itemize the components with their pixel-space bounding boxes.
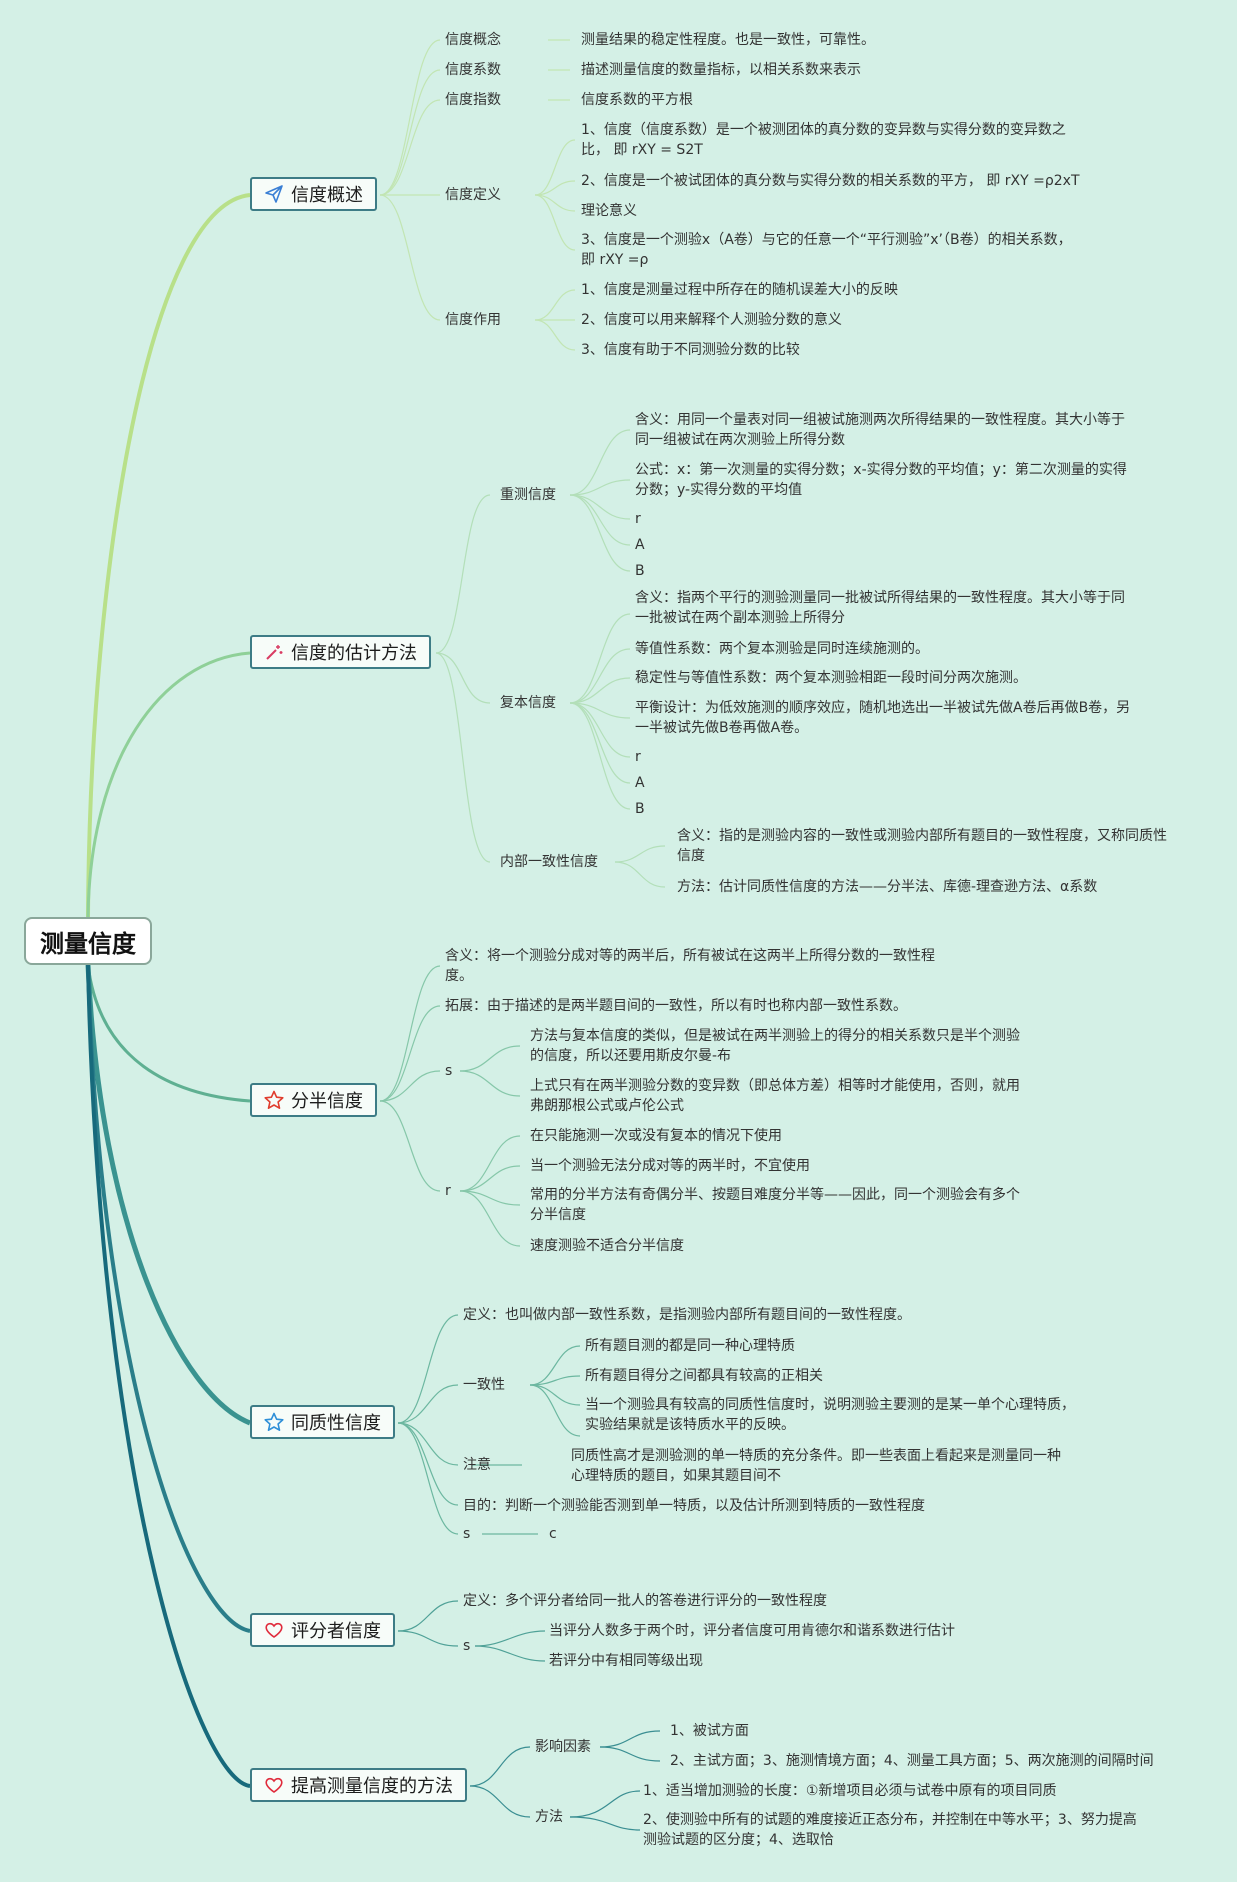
node-internal-method[interactable]: 方法：估计同质性信度的方法——分半法、库德-理查逊方法、α系数 xyxy=(677,879,1098,895)
node-rater-s[interactable]: s xyxy=(463,1638,471,1654)
node-definition-theory[interactable]: 理论意义 xyxy=(581,203,637,219)
node-split-s-2[interactable]: 上式只有在两半测验分数的变异数（即总体方差）相等时才能使用，否则，就用弗朗那根公… xyxy=(530,1078,1020,1114)
node-parallel-forms[interactable]: 复本信度 xyxy=(500,695,556,711)
node-index-desc[interactable]: 信度系数的平方根 xyxy=(581,92,693,108)
node-split-meaning[interactable]: 含义：将一个测验分成对等的两半后，所有被试在这两半上所得分数的一致性程度。 xyxy=(445,948,935,984)
branch-estimation-methods[interactable]: 信度的估计方法 xyxy=(250,635,431,669)
node-definition-1[interactable]: 1、信度（信度系数）是一个被测团体的真分数的变异数与实得分数的变异数之比， 即 … xyxy=(581,122,1066,158)
root-topic[interactable]: 测量信度 xyxy=(24,917,152,965)
branch-inter-rater[interactable]: 评分者信度 xyxy=(250,1613,395,1647)
node-index[interactable]: 信度指数 xyxy=(445,92,501,108)
node-test-retest[interactable]: 重测信度 xyxy=(500,487,556,503)
node-split-s-1[interactable]: 方法与复本信度的类似，但是被试在两半测验上的得分的相关系数只是半个测验的信度，所… xyxy=(530,1028,1020,1064)
node-homo-note-desc[interactable]: 同质性高才是测验测的单一特质的充分条件。即一些表面上看起来是测量同一种心理特质的… xyxy=(571,1448,1061,1484)
node-parallel-stability[interactable]: 稳定性与等值性系数：两个复本测验相距一段时间分两次施测。 xyxy=(635,670,1027,686)
star-outline-icon xyxy=(264,1090,284,1109)
node-retest-formula[interactable]: 公式：x：第一次测量的实得分数；x-实得分数的平均值；y：第二次测量的实得分数；… xyxy=(635,462,1127,498)
node-parallel-equivalence[interactable]: 等值性系数：两个复本测验是同时连续施测的。 xyxy=(635,641,929,657)
node-homo-s[interactable]: s xyxy=(463,1526,471,1542)
send-icon xyxy=(265,185,283,203)
node-rater-s-2[interactable]: 若评分中有相同等级出现 xyxy=(549,1653,703,1669)
branch-label: 分半信度 xyxy=(291,1091,363,1112)
node-parallel-meaning[interactable]: 含义：指两个平行的测验测量同一批被试所得结果的一致性程度。其大小等于同一批被试在… xyxy=(635,590,1125,626)
node-internal-meaning[interactable]: 含义：指的是测验内容的一致性或测验内部所有题目的一致性程度，又称同质性信度 xyxy=(677,828,1167,864)
node-retest-b[interactable]: B xyxy=(635,563,645,579)
magic-wand-icon xyxy=(266,645,283,660)
node-homo-c[interactable]: c xyxy=(549,1526,557,1542)
node-coefficient[interactable]: 信度系数 xyxy=(445,62,501,78)
node-homo-consistency-1[interactable]: 所有题目测的都是同一种心理特质 xyxy=(585,1338,795,1354)
node-coefficient-desc[interactable]: 描述测量信度的数量指标，以相关系数来表示 xyxy=(581,62,861,78)
node-retest-r[interactable]: r xyxy=(635,511,641,527)
branch-label: 信度概述 xyxy=(291,185,363,206)
node-function-1[interactable]: 1、信度是测量过程中所存在的随机误差大小的反映 xyxy=(581,282,898,298)
node-homo-note[interactable]: 注意 xyxy=(463,1457,491,1473)
node-split-r-3[interactable]: 常用的分半方法有奇偶分半、按题目难度分半等——因此，同一个测验会有多个分半信度 xyxy=(530,1187,1020,1223)
node-improve-factors-2[interactable]: 2、主试方面；3、施测情境方面；4、测量工具方面；5、两次施测的间隔时间 xyxy=(670,1753,1154,1769)
star-outline-icon xyxy=(264,1412,284,1431)
node-split-r-2[interactable]: 当一个测验无法分成对等的两半时，不宜使用 xyxy=(530,1158,810,1174)
node-split-r[interactable]: r xyxy=(445,1183,451,1199)
node-definition-3[interactable]: 3、信度是一个测验x（A卷）与它的任意一个“平行测验”x’（B卷）的相关系数， … xyxy=(581,232,1072,268)
node-definition-2[interactable]: 2、信度是一个被试团体的真分数与实得分数的相关系数的平方， 即 rXY =ρ2x… xyxy=(581,173,1080,189)
node-split-extension[interactable]: 拓展：由于描述的是两半题目间的一致性，所以有时也称内部一致性系数。 xyxy=(445,998,907,1014)
node-concept[interactable]: 信度概念 xyxy=(445,32,501,48)
node-concept-desc[interactable]: 测量结果的稳定性程度。也是一致性，可靠性。 xyxy=(581,32,875,48)
node-parallel-balance[interactable]: 平衡设计：为低效施测的顺序效应，随机地选出一半被试先做A卷后再做B卷，另一半被试… xyxy=(635,700,1131,736)
heart-outline-icon xyxy=(265,1622,283,1638)
node-improve-methods-1[interactable]: 1、适当增加测验的长度：①新增项目必须与试卷中原有的项目同质 xyxy=(643,1783,1057,1799)
node-homo-consistency-3[interactable]: 当一个测验具有较高的同质性信度时，说明测验主要测的是某一单个心理特质，实验结果就… xyxy=(585,1397,1075,1433)
branch-split-half[interactable]: 分半信度 xyxy=(250,1083,377,1117)
node-definition[interactable]: 信度定义 xyxy=(445,187,501,203)
node-function-2[interactable]: 2、信度可以用来解释个人测验分数的意义 xyxy=(581,312,842,328)
node-homo-definition[interactable]: 定义：也叫做内部一致性系数，是指测验内部所有题目间的一致性程度。 xyxy=(463,1307,911,1323)
node-homo-consistency-2[interactable]: 所有题目得分之间都具有较高的正相关 xyxy=(585,1368,823,1384)
node-retest-a[interactable]: A xyxy=(635,537,645,553)
heart-outline-icon xyxy=(265,1777,283,1793)
node-internal-consistency[interactable]: 内部一致性信度 xyxy=(500,854,598,870)
node-split-r-4[interactable]: 速度测验不适合分半信度 xyxy=(530,1238,684,1254)
node-split-r-1[interactable]: 在只能施测一次或没有复本的情况下使用 xyxy=(530,1128,782,1144)
node-improve-methods[interactable]: 方法 xyxy=(535,1809,563,1825)
node-homo-consistency[interactable]: 一致性 xyxy=(463,1377,505,1393)
node-improve-factors[interactable]: 影响因素 xyxy=(535,1739,591,1755)
node-rater-definition[interactable]: 定义：多个评分者给同一批人的答卷进行评分的一致性程度 xyxy=(463,1593,827,1609)
branch-label: 信度的估计方法 xyxy=(291,643,417,664)
node-parallel-a[interactable]: A xyxy=(635,775,645,791)
branch-homogeneity[interactable]: 同质性信度 xyxy=(250,1405,395,1439)
node-function[interactable]: 信度作用 xyxy=(445,312,501,328)
node-rater-s-1[interactable]: 当评分人数多于两个时，评分者信度可用肯德尔和谐系数进行估计 xyxy=(549,1623,955,1639)
node-improve-methods-2[interactable]: 2、使测验中所有的试题的难度接近正态分布，并控制在中等水平；3、努力提高测验试题… xyxy=(643,1812,1137,1848)
node-retest-meaning[interactable]: 含义：用同一个量表对同一组被试施测两次所得结果的一致性程度。其大小等于同一组被试… xyxy=(635,412,1125,448)
node-parallel-b[interactable]: B xyxy=(635,801,645,817)
node-parallel-r[interactable]: r xyxy=(635,749,641,765)
node-improve-factors-1[interactable]: 1、被试方面 xyxy=(670,1723,749,1739)
node-homo-purpose[interactable]: 目的：判断一个测验能否测到单一特质，以及估计所测到特质的一致性程度 xyxy=(463,1498,925,1514)
branch-improve-reliability[interactable]: 提高测量信度的方法 xyxy=(250,1768,467,1802)
node-function-3[interactable]: 3、信度有助于不同测验分数的比较 xyxy=(581,342,800,358)
branch-label: 同质性信度 xyxy=(291,1413,381,1434)
node-split-s[interactable]: s xyxy=(445,1063,453,1079)
branch-reliability-overview[interactable]: 信度概述 xyxy=(250,177,377,211)
branch-label: 提高测量信度的方法 xyxy=(291,1776,453,1797)
branch-label: 评分者信度 xyxy=(291,1621,381,1642)
